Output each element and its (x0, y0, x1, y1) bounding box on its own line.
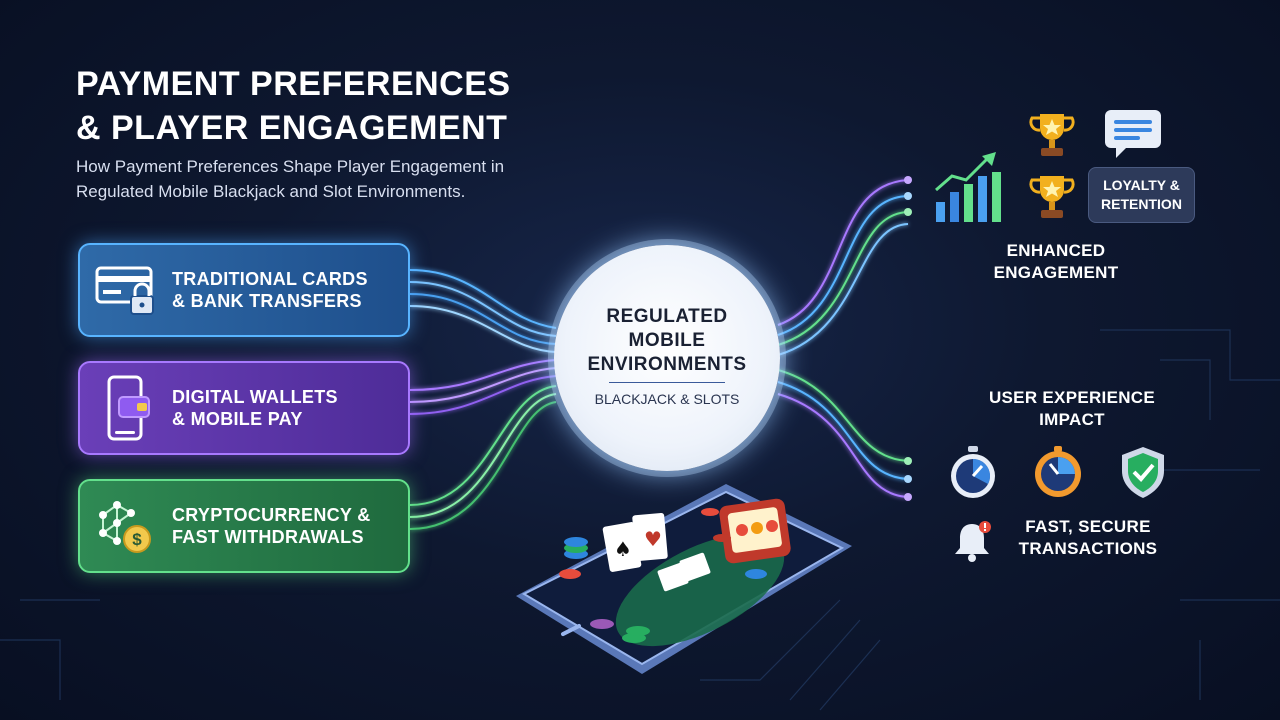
hub-title-line-2: MOBILE (628, 330, 706, 351)
card-digital-wallets: DIGITAL WALLETS & MOBILE PAY (78, 361, 410, 455)
hub-title-line-1: REGULATED (606, 306, 728, 327)
svg-text:♠: ♠ (614, 537, 632, 561)
user-experience-title: USER EXPERIENCE IMPACT (972, 387, 1172, 431)
flow-line-blue (409, 305, 557, 353)
card-traditional-cards: TRADITIONAL CARDS & BANK TRANSFERS (78, 243, 410, 337)
card-label-line-1: TRADITIONAL CARDS (172, 269, 368, 289)
flow-line-blue (409, 269, 557, 329)
card-cryptocurrency: $ CRYPTOCURRENCY & FAST WITHDRAWALS (78, 479, 410, 573)
page-subtitle: How Payment Preferences Shape Player Eng… (76, 154, 504, 204)
page-title: PAYMENT PREFERENCES & PLAYER ENGAGEMENT (76, 62, 511, 150)
engagement-title-line-2: ENGAGEMENT (993, 263, 1119, 282)
ux-caption-line-2: TRANSACTIONS (1018, 539, 1158, 558)
card-label-line-2: & MOBILE PAY (172, 409, 303, 429)
svg-text:♥: ♥ (644, 527, 662, 551)
hub-subtitle: BLACKJACK & SLOTS (594, 391, 740, 407)
flow-endpoints (904, 176, 912, 501)
flow-line-upper (777, 195, 909, 336)
card-label-line-1: CRYPTOCURRENCY & (172, 505, 371, 525)
smartphone-casino-icon: ♠ ♥ (516, 484, 852, 674)
flow-line-blue (409, 293, 557, 345)
engagement-title-line-1: ENHANCED (1006, 241, 1106, 260)
flow-line-purple (409, 375, 557, 415)
loyalty-retention-badge: LOYALTY & RETENTION (1088, 167, 1195, 223)
flow-line-blue (409, 281, 557, 337)
flow-line-green (409, 385, 557, 506)
flow-line-upper (777, 211, 909, 346)
flow-line-lower (777, 381, 909, 480)
fast-secure-transactions-caption: FAST, SECURE TRANSACTIONS (1008, 516, 1168, 560)
growth-chart-icon (935, 152, 1001, 222)
flow-line-purple (409, 359, 557, 391)
crypto-network-icon: $ (80, 479, 172, 573)
flow-line-lower (777, 369, 909, 462)
svg-text:$: $ (132, 530, 142, 549)
trophy-icon (1029, 114, 1075, 156)
flow-line-upper (777, 223, 909, 356)
card-label-line-2: FAST WITHDRAWALS (172, 527, 364, 547)
title-line-2: & PLAYER ENGAGEMENT (76, 109, 508, 147)
ux-title-line-2: IMPACT (1039, 410, 1105, 429)
flow-line-purple (409, 367, 557, 403)
credit-card-lock-icon (80, 243, 172, 337)
notification-bell-icon (955, 521, 991, 562)
ux-title-line-1: USER EXPERIENCE (988, 388, 1156, 407)
card-label-line-2: & BANK TRANSFERS (172, 291, 362, 311)
card-label-line-1: DIGITAL WALLETS (172, 387, 338, 407)
stopwatch-icon (951, 446, 995, 498)
subtitle-line-1: How Payment Preferences Shape Player Eng… (76, 157, 505, 176)
flow-line-lower (777, 393, 909, 498)
central-hub: REGULATED MOBILE ENVIRONMENTS BLACKJACK … (554, 245, 780, 471)
ux-caption-line-1: FAST, SECURE (1025, 517, 1151, 536)
enhanced-engagement-title: ENHANCED ENGAGEMENT (976, 240, 1136, 284)
hub-title-line-3: ENVIRONMENTS (587, 354, 747, 375)
title-line-1: PAYMENT PREFERENCES (76, 65, 511, 103)
trophy-icon (1029, 176, 1075, 218)
flow-line-green (409, 401, 557, 530)
badge-line-2: RETENTION (1101, 196, 1182, 212)
subtitle-line-2: Regulated Mobile Blackjack and Slot Envi… (76, 182, 466, 201)
phone-wallet-icon (80, 361, 172, 455)
speed-clock-icon (1035, 446, 1081, 497)
hub-divider (609, 382, 725, 383)
flow-line-green (409, 393, 557, 518)
shield-check-icon (1122, 447, 1164, 498)
badge-line-1: LOYALTY & (1103, 177, 1180, 193)
chat-icon (1105, 110, 1161, 158)
flow-line-upper (777, 179, 909, 326)
